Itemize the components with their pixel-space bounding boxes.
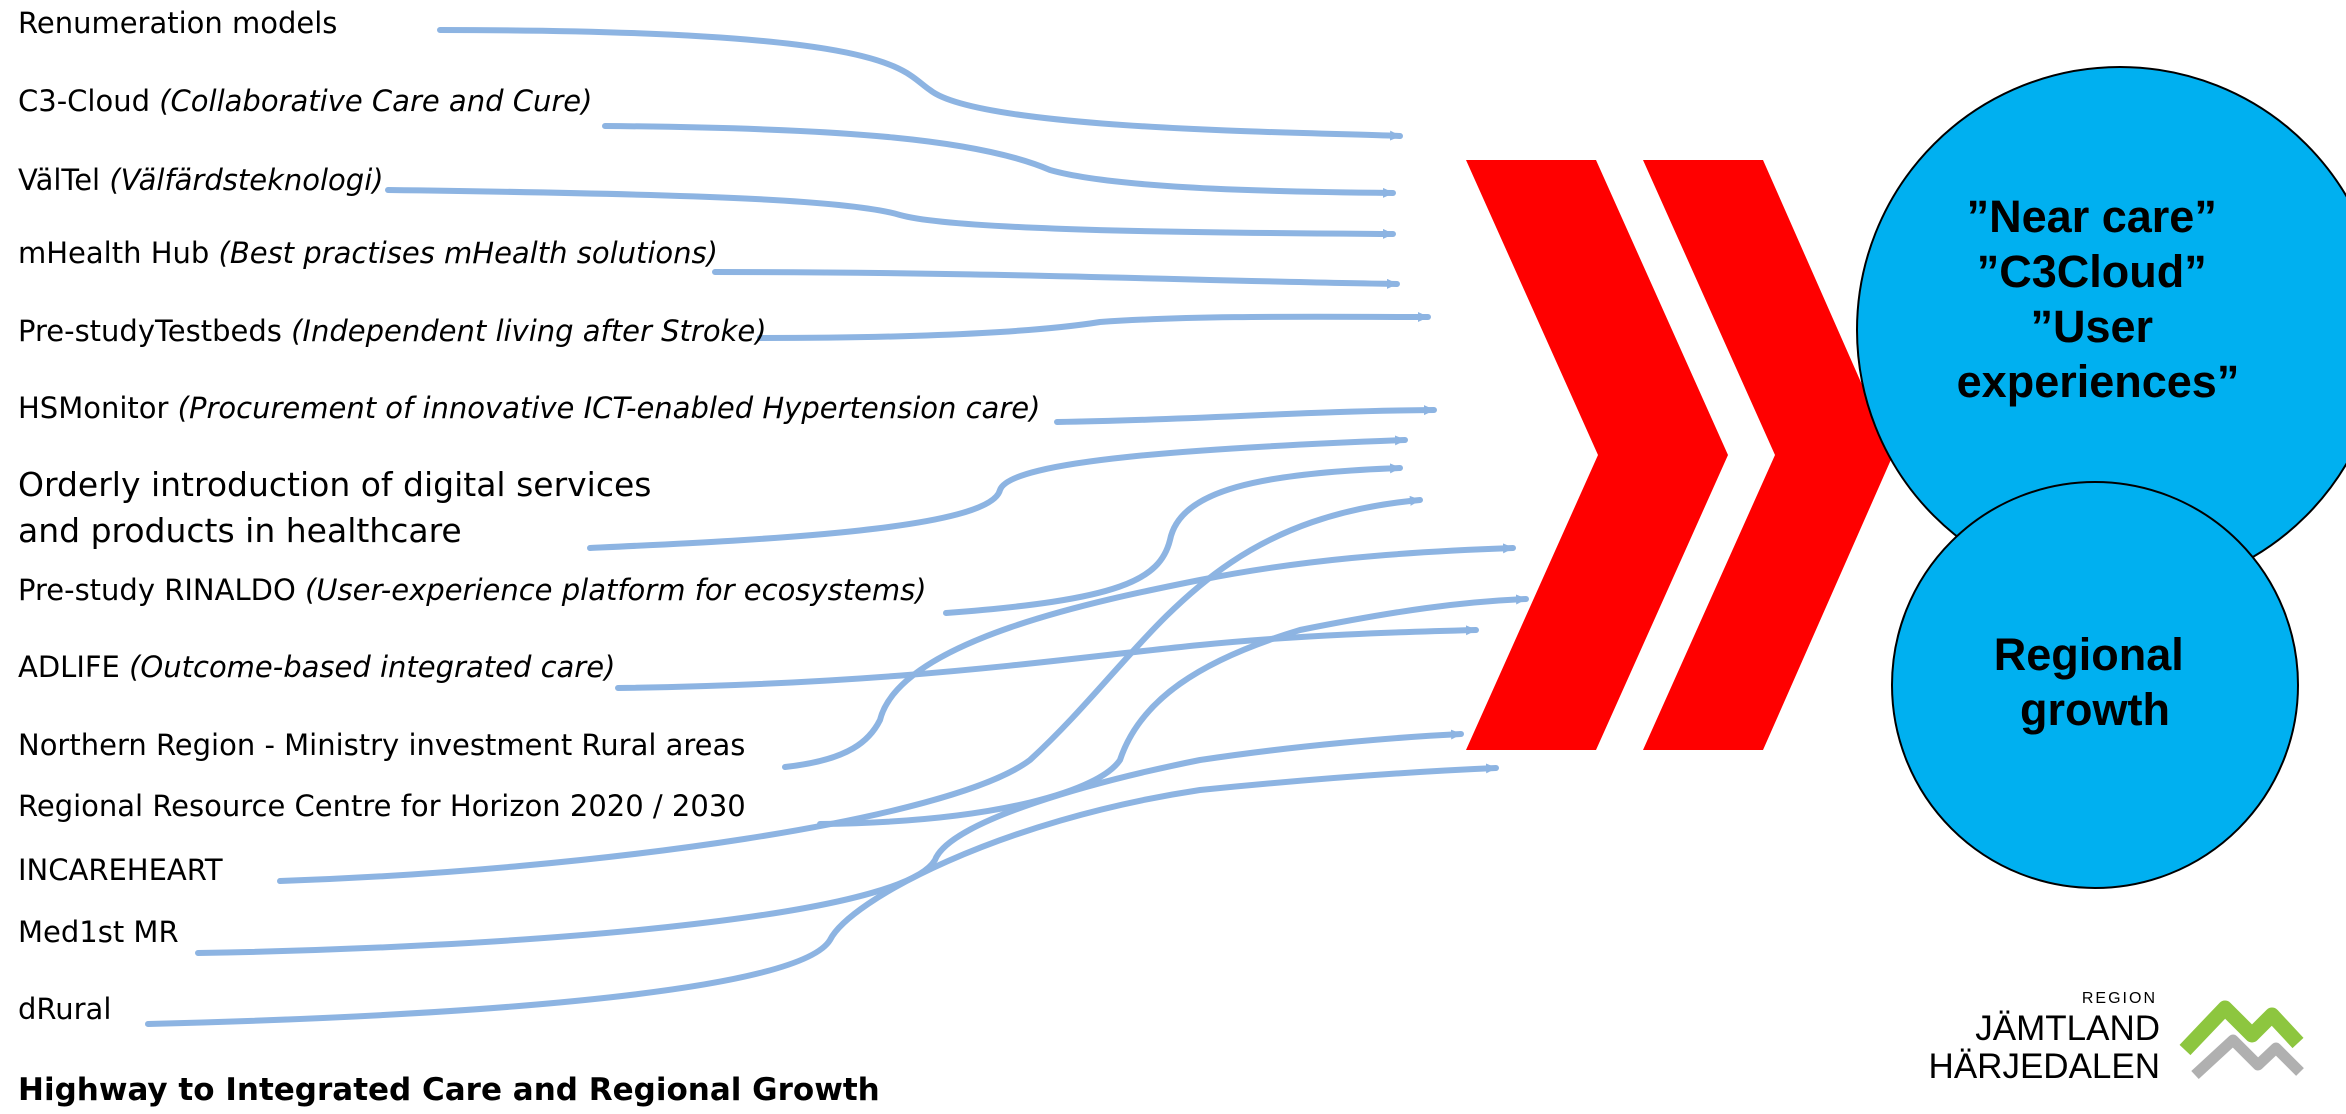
- item-adlife: ADLIFE (Outcome-based integrated care): [18, 649, 615, 685]
- outcome-bottom-line2: growth: [2020, 684, 2170, 735]
- outcome-top: ”Near care” ”C3Cloud” ”User experiences”: [1856, 66, 2346, 594]
- chevron-right: [1643, 160, 1893, 750]
- arrow-hsmonitor: [1054, 405, 1437, 425]
- item-name: HSMonitor: [18, 391, 178, 425]
- arrow-resource-centre: [817, 594, 1529, 827]
- logo-harjedalen: HÄRJEDALEN: [1929, 1047, 2160, 1086]
- arrow-mhealth: [712, 269, 1400, 289]
- item-incareheart: INCAREHEART: [18, 852, 223, 888]
- arrow-renumeration: [437, 27, 1403, 141]
- outcome-bottom: Regional growth: [1891, 481, 2299, 889]
- item-renumeration-models: Renumeration models: [18, 5, 337, 41]
- item-note: (Collaborative Care and Cure): [159, 84, 593, 118]
- item-name: VälTel: [18, 163, 110, 197]
- item-note: (Procurement of innovative ICT-enabled H…: [177, 391, 1041, 425]
- outcome-top-line4: experiences”: [1957, 356, 2240, 407]
- chevron-left: [1466, 160, 1728, 750]
- item-med1st-mr: Med1st MR: [18, 914, 179, 950]
- arrow-drural: [145, 763, 1499, 1027]
- item-name: Pre-study RINALDO: [18, 573, 305, 607]
- arrow-orderly: [587, 435, 1408, 551]
- item-note: (Outcome-based integrated care): [129, 650, 616, 684]
- item-orderly-introduction: Orderly introduction of digital services…: [18, 462, 718, 554]
- item-prestudy-testbeds: Pre-studyTestbeds (Independent living af…: [18, 313, 767, 349]
- arrow-c3cloud: [602, 123, 1396, 198]
- arrow-rinaldo: [943, 463, 1403, 616]
- outcome-circle-bottom: [1891, 481, 2299, 889]
- item-name: Med1st MR: [18, 915, 179, 949]
- item-note: (Independent living after Stroke): [291, 314, 767, 348]
- item-note: (Best practises mHealth solutions): [218, 236, 718, 270]
- arrow-northern-region: [782, 543, 1516, 770]
- item-c3-cloud: C3-Cloud (Collaborative Care and Cure): [18, 83, 592, 119]
- logo-mountain-grey-icon: [2191, 1034, 2304, 1080]
- item-name: INCAREHEART: [18, 853, 223, 887]
- svg-text:Regional growth: Regional growth: [1994, 629, 2197, 735]
- footer-title: Highway to Integrated Care and Regional …: [18, 1072, 880, 1108]
- outcome-top-line2: ”C3Cloud”: [1977, 246, 2207, 297]
- region-logo: REGION JÄMTLAND HÄRJEDALEN: [1929, 990, 2304, 1086]
- outcome-top-line3: ”User: [2030, 301, 2153, 352]
- item-name: mHealth Hub: [18, 236, 219, 270]
- outcome-top-line1: ”Near care”: [1967, 191, 2217, 242]
- arrow-incareheart: [277, 495, 1423, 884]
- item-note: (User-experience platform for ecosystems…: [304, 573, 927, 607]
- item-name: dRural: [18, 992, 112, 1026]
- item-drural: dRural: [18, 991, 111, 1027]
- item-resource-centre: Regional Resource Centre for Horizon 202…: [18, 788, 746, 824]
- item-valtel: VälTel (Välfärdsteknologi): [18, 162, 384, 198]
- logo-jamtland: JÄMTLAND: [1975, 1009, 2160, 1048]
- logo-mountain-green-icon: [2179, 1000, 2304, 1056]
- item-name: Renumeration models: [18, 6, 338, 40]
- item-note: (Välfärdsteknologi): [109, 163, 384, 197]
- item-mhealth-hub: mHealth Hub (Best practises mHealth solu…: [18, 235, 718, 271]
- arrow-prestudy-testbeds: [757, 311, 1431, 341]
- item-name: Northern Region - Ministry investment Ru…: [18, 728, 746, 762]
- item-name: C3-Cloud: [18, 84, 160, 118]
- item-name: Regional Resource Centre for Horizon 202…: [18, 789, 746, 823]
- item-northern-region: Northern Region - Ministry investment Ru…: [18, 727, 745, 763]
- item-hsmonitor: HSMonitor (Procurement of innovative ICT…: [18, 390, 1040, 426]
- logo-region-label: REGION: [2082, 990, 2157, 1007]
- item-name: Pre-studyTestbeds: [18, 314, 292, 348]
- item-prestudy-rinaldo: Pre-study RINALDO (User-experience platf…: [18, 572, 927, 608]
- arrow-adlife: [615, 625, 1479, 691]
- connector-arrows: [145, 27, 1529, 1027]
- item-name: ADLIFE: [18, 650, 130, 684]
- arrow-valtel: [385, 187, 1396, 239]
- svg-text:”Near care” ”C3Cloud”: ”Near care” ”C3Cloud” ”User experiences”: [1957, 191, 2240, 407]
- arrow-med1st: [195, 729, 1464, 956]
- outcome-bottom-line1: Regional: [1994, 629, 2184, 680]
- item-name: Orderly introduction of digital services…: [18, 465, 652, 550]
